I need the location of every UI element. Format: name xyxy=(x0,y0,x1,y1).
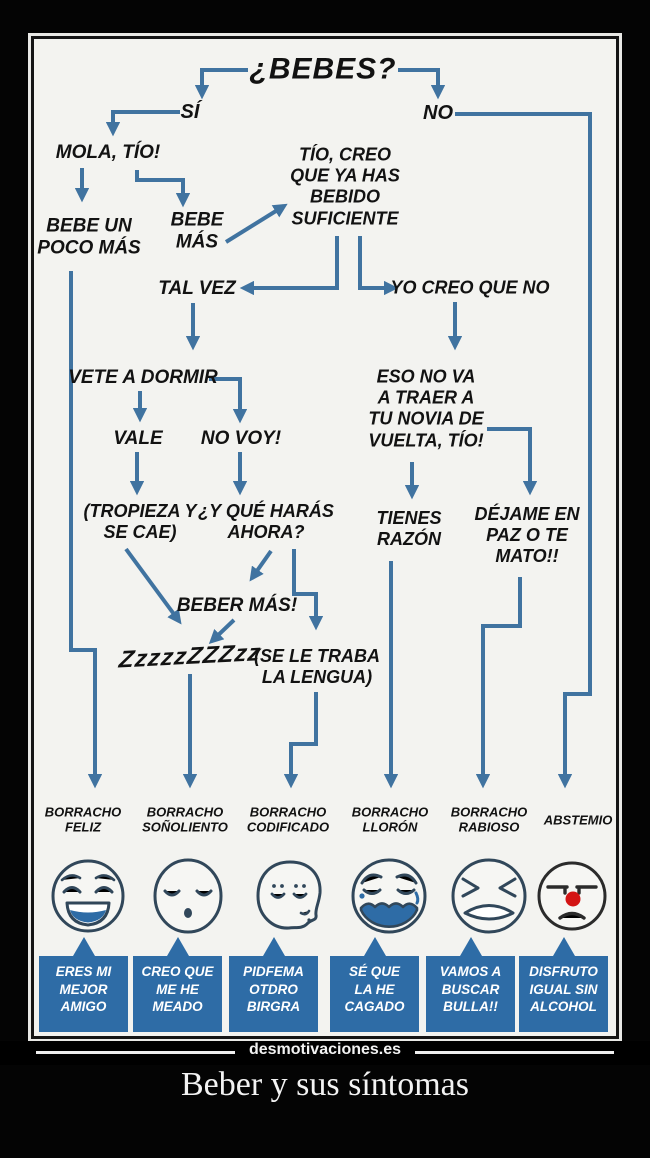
node-no: NO xyxy=(423,102,453,125)
borracho-lloron-face-icon xyxy=(351,858,427,934)
node-tal-vez: TAL VEZ xyxy=(158,277,236,299)
node-se-le-traba-la-lengua: (SE LE TRABA LA LENGUA) xyxy=(254,645,380,687)
borracho-codificado-face-icon xyxy=(256,860,322,930)
outcome-label-codificado: BORRACHO CODIFICADO xyxy=(246,804,330,835)
borracho-feliz-face-icon xyxy=(51,859,125,933)
speech-bubble-rabioso: VAMOS A BUSCAR BULLA!! xyxy=(426,937,515,1032)
node-beber-mas: BEBER MÁS! xyxy=(176,594,298,616)
borracho-rabioso-face-icon xyxy=(451,858,527,934)
speech-bubble-codificado: PIDFEMA OTDRO BIRGRA xyxy=(229,937,318,1032)
meme-caption: Beber y sus síntomas xyxy=(180,1066,470,1103)
watermark-divider-left xyxy=(36,1051,238,1054)
speech-bubble-feliz: ERES MI MEJOR AMIGO xyxy=(39,937,128,1032)
flowchart-title: ¿BEBES? xyxy=(249,52,397,86)
speech-bubble-lloron: SÉ QUE LA HE CAGADO xyxy=(330,937,419,1032)
node-vete-a-dormir: VETE A DORMIR xyxy=(68,366,218,388)
outcome-label-sonoliento: BORRACHO SOÑOLIENTO xyxy=(142,804,228,835)
watermark-bar: desmotivaciones.es xyxy=(0,1041,650,1065)
node-no-voy: NO VOY! xyxy=(200,427,282,449)
node-eso-no-va: ESO NO VA A TRAER A TU NOVIA DE VUELTA, … xyxy=(368,366,484,451)
node-mola-tio: MOLA, TÍO! xyxy=(55,141,161,163)
node-vale: VALE xyxy=(113,427,163,449)
watermark: desmotivaciones.es xyxy=(0,1041,650,1059)
node-bebe-un-poco-mas: BEBE UN POCO MÁS xyxy=(37,215,141,259)
node-si: SÍ xyxy=(180,101,200,124)
speech-bubble-sonoliento: CREO QUE ME HE MEADO xyxy=(133,937,222,1032)
outcome-label-rabioso: BORRACHO RABIOSO xyxy=(450,804,528,835)
outcome-label-feliz: BORRACHO FELIZ xyxy=(44,804,122,835)
node-bebido-suficiente: TÍO, CREO QUE YA HAS BEBIDO SUFICIENTE xyxy=(290,144,400,229)
speech-bubble-abstemio: DISFRUTO IGUAL SIN ALCOHOL xyxy=(519,937,608,1032)
node-bebe-mas: BEBE MÁS xyxy=(170,209,224,253)
outcome-label-abstemio: ABSTEMIO xyxy=(543,812,613,828)
node-que-haras-ahora: ¿Y QUÉ HARÁS AHORA? xyxy=(198,500,334,542)
abstemio-face-icon xyxy=(537,861,607,931)
outcome-label-lloron: BORRACHO LLORÓN xyxy=(351,804,429,835)
borracho-sonoliento-face-icon xyxy=(153,858,223,934)
watermark-divider-right xyxy=(412,1051,614,1054)
watermark-text: desmotivaciones.es xyxy=(234,1041,416,1058)
node-tienes-razon: TIENES RAZÓN xyxy=(376,507,442,549)
node-tropieza-y-se-cae: (TROPIEZA Y SE CAE) xyxy=(83,500,197,542)
node-yo-creo-que-no: YO CREO QUE NO xyxy=(390,277,550,298)
node-dejame-en-paz: DÉJAME EN PAZ O TE MATO!! xyxy=(474,504,580,567)
